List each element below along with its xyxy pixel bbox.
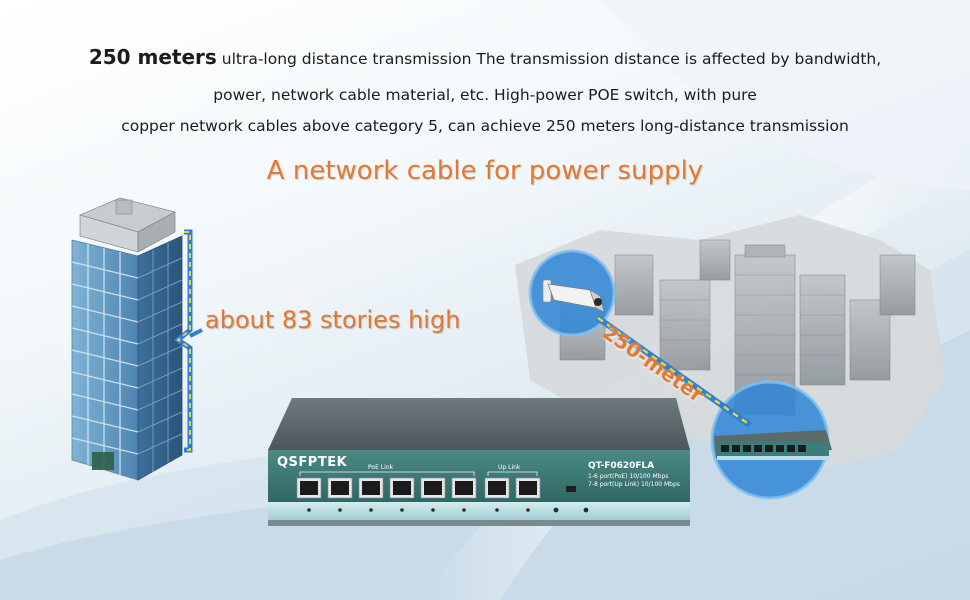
switch-spec-2: 7-8 port(Up Link) 10/100 Mbps <box>588 481 680 488</box>
description-lead: 250 meters <box>88 45 217 69</box>
description-line-1: 250 meters ultra-long distance transmiss… <box>0 45 970 69</box>
switch-brand: QSFPTEK <box>277 455 348 470</box>
headline: A network cable for power supply <box>266 156 704 186</box>
description-line-2: power, network cable material, etc. High… <box>213 86 757 104</box>
description-line-3: copper network cables above category 5, … <box>121 117 849 135</box>
switch-group-poe: PoE Link <box>368 464 394 471</box>
switch-group-uplink: Up Link <box>498 464 521 471</box>
ethernet-ports <box>296 477 541 499</box>
switch-model: QT-F0620FLA <box>588 461 655 471</box>
switch-spec-1: 1-6 port(PoE) 10/100 Mbps <box>588 473 669 480</box>
description-line-1-rest: ultra-long distance transmission The tra… <box>216 50 882 68</box>
building-height-label: about 83 stories high <box>205 306 461 334</box>
